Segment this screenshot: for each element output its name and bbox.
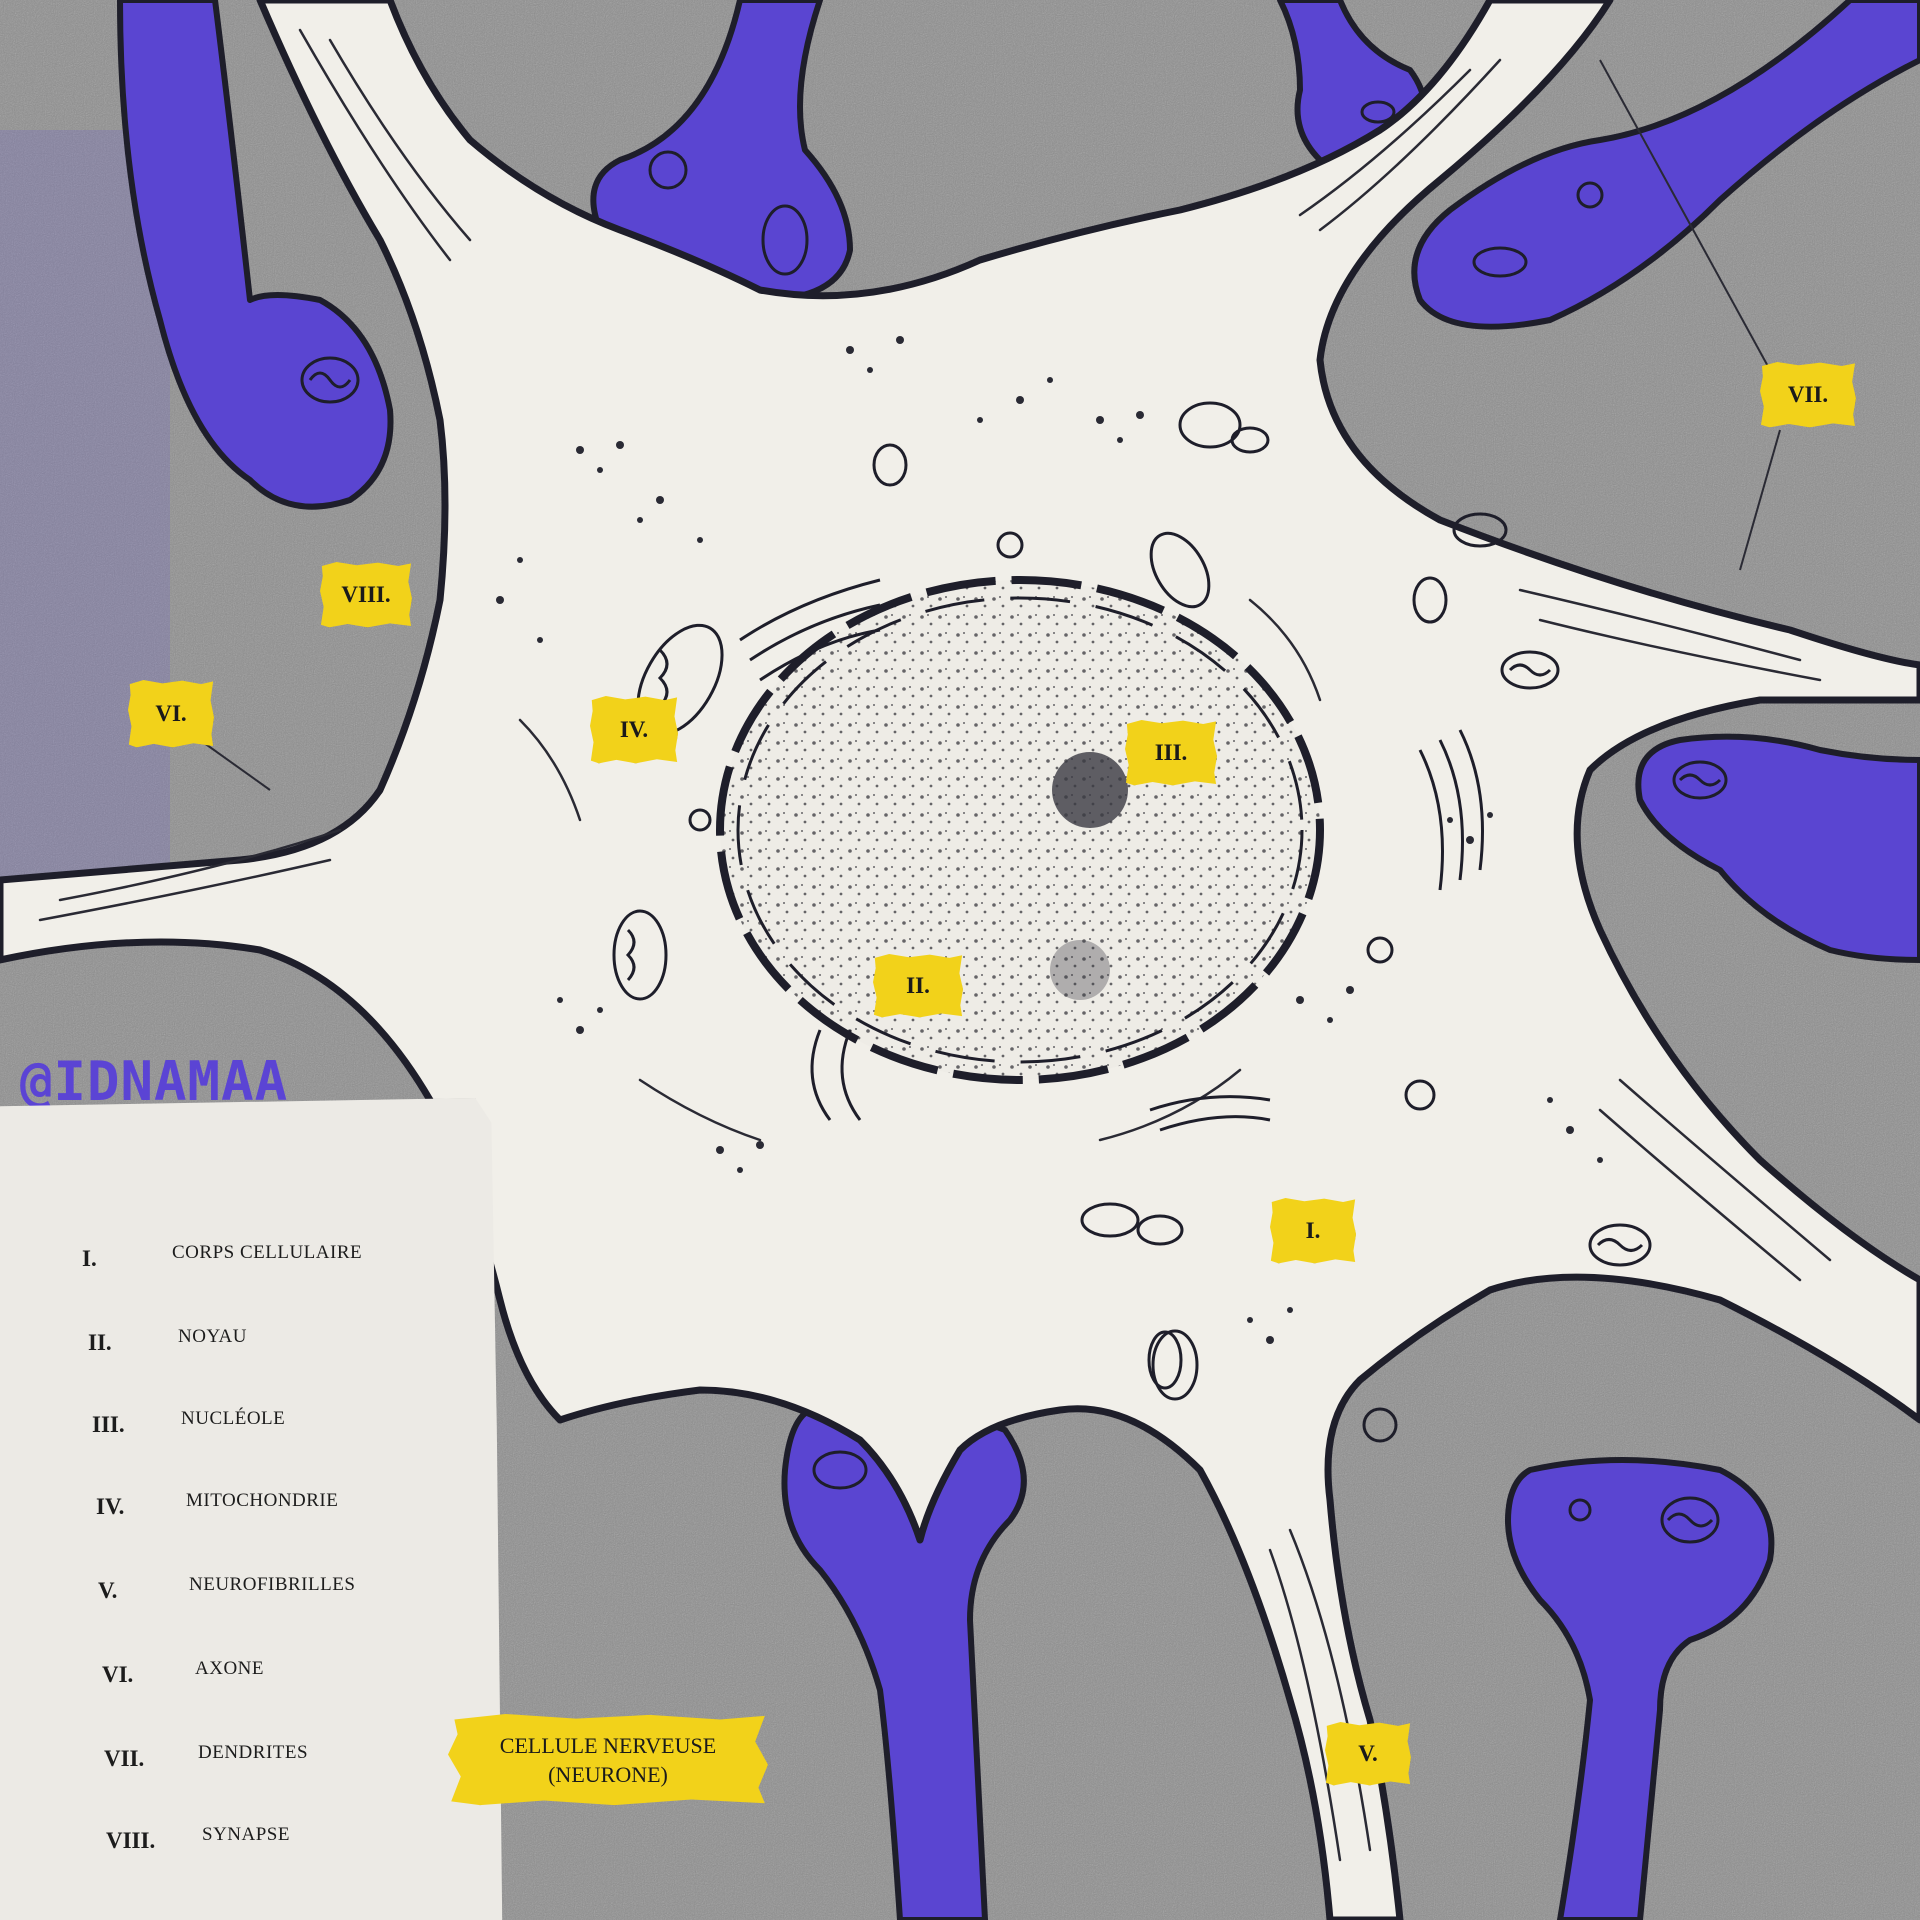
label-tag-II: II. bbox=[873, 954, 963, 1018]
label-tag-I: I. bbox=[1270, 1198, 1356, 1264]
legend-label: AXONE bbox=[195, 1658, 264, 1680]
legend-item: IV. MITOCHONDRIE bbox=[0, 1494, 520, 1534]
legend-item: V. NEUROFIBRILLES bbox=[0, 1578, 520, 1618]
legend-number: I. bbox=[82, 1246, 97, 1272]
legend-number: VII. bbox=[104, 1746, 144, 1772]
legend-item: II. NOYAU bbox=[0, 1330, 520, 1370]
legend-label: MITOCHONDRIE bbox=[186, 1490, 338, 1512]
legend-item: VI. AXONE bbox=[0, 1662, 520, 1702]
legend-label: NUCLÉOLE bbox=[181, 1408, 285, 1430]
label-tag-V: V. bbox=[1325, 1722, 1411, 1786]
label-tag-III: III. bbox=[1125, 720, 1217, 786]
legend-item: III. NUCLÉOLE bbox=[0, 1412, 520, 1452]
legend-label: NOYAU bbox=[178, 1326, 247, 1348]
legend-number: IV. bbox=[96, 1494, 124, 1520]
legend-number: VIII. bbox=[106, 1828, 155, 1854]
legend-item: I. CORPS CELLULAIRE bbox=[0, 1246, 520, 1286]
label-tag-VI: VI. bbox=[128, 680, 214, 748]
title-line-1: CELLULE NERVEUSE bbox=[500, 1731, 716, 1760]
legend-item: VII. DENDRITES bbox=[0, 1746, 520, 1786]
legend-label: NEUROFIBRILLES bbox=[189, 1574, 355, 1596]
legend-number: II. bbox=[88, 1330, 112, 1356]
legend-label: SYNAPSE bbox=[202, 1824, 290, 1846]
legend-number: III. bbox=[92, 1412, 125, 1438]
legend-number: VI. bbox=[102, 1662, 133, 1688]
legend-item: VIII. SYNAPSE bbox=[0, 1828, 520, 1868]
legend-number: V. bbox=[98, 1578, 117, 1604]
nucleus bbox=[720, 580, 1320, 1080]
nucleolus bbox=[1052, 752, 1128, 828]
label-tag-IV: IV. bbox=[590, 696, 678, 764]
label-tag-VIII: VIII. bbox=[320, 562, 412, 628]
legend-label: DENDRITES bbox=[198, 1742, 308, 1764]
label-tag-VII: VII. bbox=[1760, 362, 1856, 428]
diagram-title: CELLULE NERVEUSE (NEURONE) bbox=[448, 1714, 768, 1806]
legend-label: CORPS CELLULAIRE bbox=[172, 1242, 362, 1264]
title-line-2: (NEURONE) bbox=[500, 1760, 716, 1789]
